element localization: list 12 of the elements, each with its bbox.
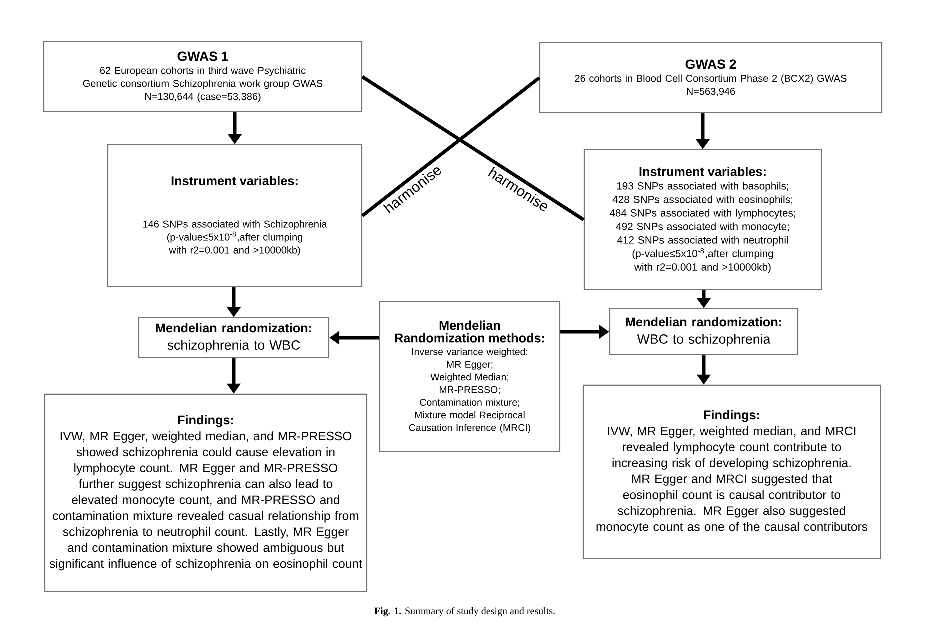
connector-line bbox=[362, 76, 585, 222]
variables-box: Instrument variables: 146 SNPs associated with Schizophrenia (p-value≤5x10$^{-8}$,after clumping with r2=0.001 and >10000kb) bbox=[107, 144, 363, 288]
study-box: GWAS 1 62 European cohorts in third wave Psychiatric Genetic consortium Schizophrenia work group GWAS N=130,644 (case=53,386) bbox=[43, 41, 363, 113]
findings-box: Findings: IVW, MR Egger, weighted median, and MR-PRESSO showed schizophrenia could cause elevation in lymphocyte count. MR Egger and MR-PRESSO further suggest schizophrenia can also lead to elevated monocyte count, and MR-PRESSO and contamination mixture revealed casual relationship from schizophrenia to neutrophil count. Lastly, MR Egger and contamination mixture showed ambiguous but significant influence of schizophrenia on eosinophil count bbox=[44, 394, 368, 592]
methods-box: Mendelian Randomization methods: Inverse variance weighted; MR Egger; Weighted Median; MR-PRESSO; Contamination mixture; Mixture model Reciprocal Causation Inference (MRCI) bbox=[379, 301, 561, 453]
analysis-box: Mendelian randomization: schizophrenia to WBC bbox=[138, 317, 330, 359]
findings-box: Findings: IVW, MR Egger, weighted median, and MRCI revealed lymphocyte count contribute to increasing risk of developing schizophrenia. MR Egger and MRCI suggested that eosinophil count is causal contributor to schizophrenia. MR Egger also suggested monocyte count as one of the causal contributors bbox=[582, 384, 882, 560]
study-box: GWAS 2 26 cohorts in Blood Cell Consortium Phase 2 (BCX2) GWAS N=563,946 bbox=[539, 42, 883, 114]
variables-box: Instrument variables: 193 SNPs associated with basophils; 428 SNPs associated with eosinophils; 484 SNPs associated with lymphocytes; 492 SNPs associated with monocyte; 412 SNPs associated with neutrophil (p-value≤5x10$^{-8}$,after clumping with r2=0.001 and >10000kb) bbox=[584, 149, 822, 291]
caption: Fig. 1. Summary of study design and results. bbox=[374, 607, 555, 617]
connector-line bbox=[361, 76, 541, 218]
analysis-box: Mendelian randomization: WBC to schizophrenia bbox=[609, 308, 799, 356]
